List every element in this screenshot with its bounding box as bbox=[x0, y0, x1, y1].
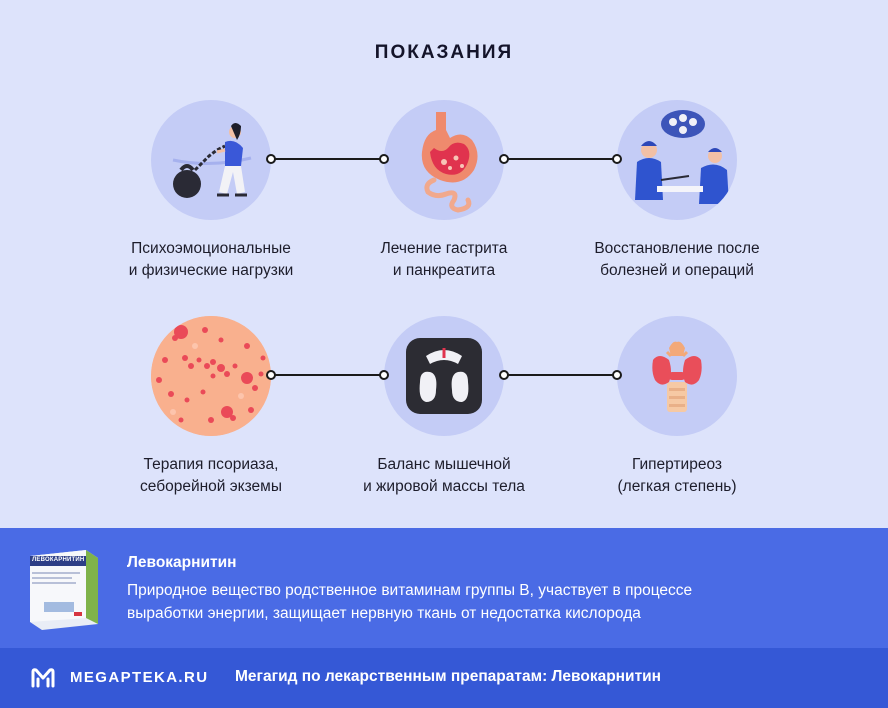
indications-row-2 bbox=[0, 316, 888, 446]
surgeons-icon bbox=[617, 100, 737, 220]
indication-label: Восстановление после болезней и операций bbox=[594, 240, 760, 279]
drug-description: Природное вещество родственное витаминам… bbox=[127, 582, 693, 622]
scale-icon bbox=[384, 316, 504, 436]
connector-dot bbox=[499, 154, 509, 164]
footer: MEGAPTEKA.RU Мегагид по лекарственным пр… bbox=[0, 648, 888, 708]
drug-name: Левокарнитин bbox=[127, 554, 237, 571]
connector-dot bbox=[379, 370, 389, 380]
kettlebell-woman-icon bbox=[151, 100, 271, 220]
connector-line bbox=[271, 158, 384, 160]
page-title: ПОКАЗАНИЯ bbox=[374, 42, 514, 63]
connector-dot bbox=[379, 154, 389, 164]
footer-tagline: Мегагид по лекарственным препаратам: Лев… bbox=[235, 668, 662, 685]
skin-rash-icon bbox=[151, 316, 271, 436]
brand-link[interactable]: MEGAPTEKA.RU bbox=[70, 669, 209, 686]
indication-label: Баланс мышечной и жировой массы тела bbox=[363, 456, 525, 495]
connector-dot bbox=[612, 370, 622, 380]
indication-label: Терапия псориаза, себорейной экземы bbox=[140, 456, 282, 495]
indication-label: Психоэмоциональные и физические нагрузки bbox=[128, 240, 294, 279]
drug-info-band: ЛЕВОКАРНИТИН Левокарнитин Природное веще… bbox=[0, 528, 888, 648]
connector-line bbox=[504, 158, 617, 160]
medicine-box-image: ЛЕВОКАРНИТИН bbox=[24, 546, 102, 630]
indication-label: Гипертиреоз (легкая степень) bbox=[617, 456, 737, 495]
connector-dot bbox=[499, 370, 509, 380]
connector-dot bbox=[266, 154, 276, 164]
connector-line bbox=[504, 374, 617, 376]
megapteka-logo-icon[interactable] bbox=[30, 666, 56, 690]
thyroid-icon bbox=[617, 316, 737, 436]
indications-row-1 bbox=[0, 100, 888, 230]
indication-label: Лечение гастрита и панкреатита bbox=[380, 240, 508, 279]
connector-dot bbox=[612, 154, 622, 164]
connector-dot bbox=[266, 370, 276, 380]
stomach-icon bbox=[384, 100, 504, 220]
medicine-box-label: ЛЕВОКАРНИТИН bbox=[32, 557, 85, 563]
connector-line bbox=[271, 374, 384, 376]
